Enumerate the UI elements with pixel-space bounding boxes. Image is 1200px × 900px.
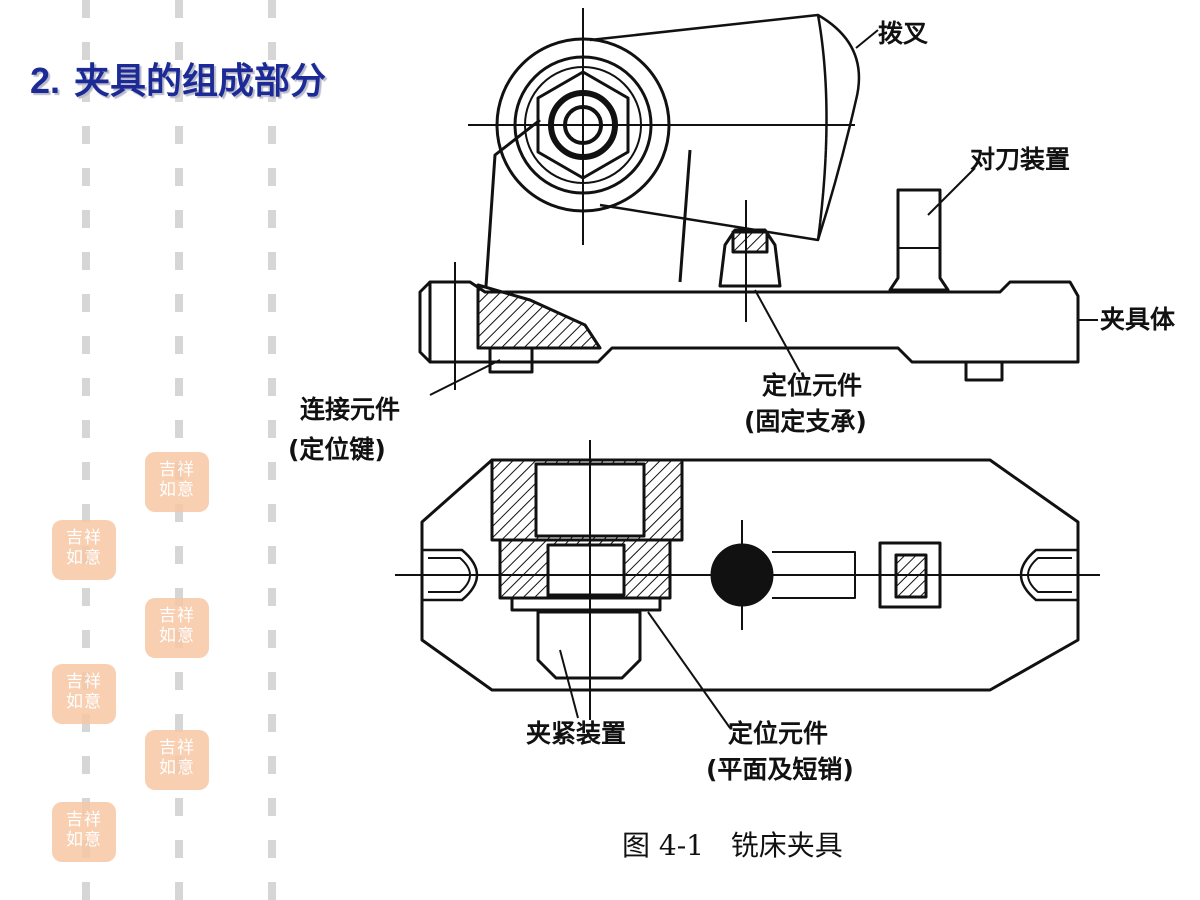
label-locating-element-fixed: 定位元件 [762, 371, 862, 400]
slide-title: 2. 夹具的组成部分 [30, 52, 326, 104]
background-dashed-line [175, 0, 183, 900]
leader-lines [429, 29, 1098, 729]
background-dashed-line [82, 0, 90, 900]
side-view [418, 8, 1080, 390]
slide-title-text: 夹具的组成部分 [74, 60, 327, 101]
decorative-seal: 吉祥如意 [52, 802, 116, 862]
background-dashed-line [268, 0, 276, 900]
label-fork: 拨叉 [878, 19, 928, 48]
label-tool-setting-device: 对刀装置 [970, 145, 1070, 174]
decorative-seal: 吉祥如意 [52, 664, 116, 724]
label-connecting-element-note: (定位键) [288, 435, 386, 464]
label-connecting-element: 连接元件 [300, 395, 400, 424]
decorative-seal: 吉祥如意 [52, 520, 116, 580]
milling-fixture-diagram: 拨叉 对刀装置 夹具体 定位元件 (固定支承) 连接元件 (定位键) 夹紧装置 … [288, 8, 1176, 862]
decorative-seal: 吉祥如意 [145, 598, 209, 658]
label-locating-element-plane: 定位元件 [728, 719, 828, 748]
plan-view [395, 440, 1100, 720]
slide-number: 2. [30, 60, 61, 101]
decorative-seal: 吉祥如意 [145, 452, 209, 512]
decorative-seal: 吉祥如意 [145, 730, 209, 790]
label-fixture-body: 夹具体 [1100, 305, 1176, 334]
label-locating-element-plane-note: (平面及短销) [706, 755, 854, 784]
figure-caption: 图 4-1 铣床夹具 [622, 829, 843, 862]
label-clamping-device: 夹紧装置 [526, 719, 626, 748]
label-locating-element-fixed-note: (固定支承) [744, 407, 867, 436]
